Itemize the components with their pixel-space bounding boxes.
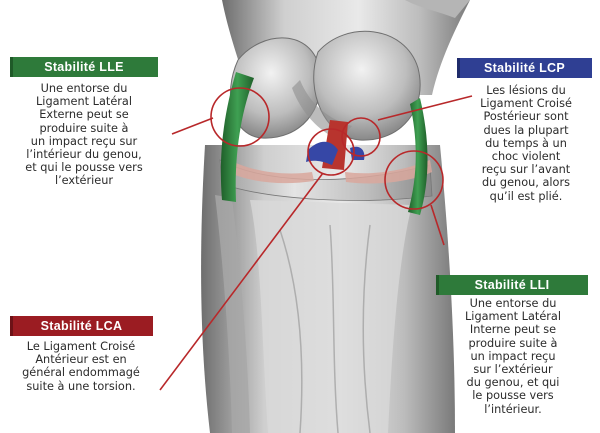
lli-description: Une entorse du Ligament Latéral Interne …	[465, 297, 561, 416]
meniscus-lateral	[224, 158, 314, 184]
lle-circle	[210, 87, 270, 147]
lcp-title: Stabilité LCP	[484, 61, 565, 75]
lli-title: Stabilité LLI	[474, 278, 550, 292]
thigh-upper-bone	[405, 0, 470, 18]
lcp-leader-line	[377, 95, 473, 121]
muscle-lines	[279, 224, 371, 433]
fibula	[215, 195, 250, 433]
lle-title: Stabilité LLE	[44, 60, 124, 74]
lateral-ligament-lle	[220, 72, 254, 202]
lle-title-badge: Stabilité LLE	[10, 57, 158, 77]
lli-circle	[384, 150, 444, 210]
lli-title-badge: Stabilité LLI	[436, 275, 588, 295]
lcp-badge-stripe	[457, 58, 460, 78]
lli-leader-line	[430, 204, 445, 246]
lca-leader-line	[159, 172, 324, 391]
lca-title-badge: Stabilité LCA	[10, 316, 153, 336]
medial-ligament-lli	[408, 98, 428, 215]
lca-title: Stabilité LCA	[40, 319, 123, 333]
lca-description: Le Ligament Croisé Antérieur est en géné…	[22, 340, 140, 393]
meniscus-medial	[345, 160, 432, 184]
lli-badge-stripe	[436, 275, 439, 295]
lle-description: Une entorse du Ligament Latéral Externe …	[25, 82, 143, 188]
tibia-shaft	[250, 200, 412, 433]
pcl-ligament	[306, 141, 338, 165]
lle-leader-line	[171, 117, 214, 135]
lcp-title-badge: Stabilité LCP	[457, 58, 592, 78]
lca-badge-stripe	[10, 316, 13, 336]
lca-circle	[307, 128, 355, 176]
lcp-description: Les lésions du Ligament Croisé Postérieu…	[480, 84, 572, 203]
lle-badge-stripe	[10, 57, 13, 77]
lcp-circle	[341, 117, 381, 157]
